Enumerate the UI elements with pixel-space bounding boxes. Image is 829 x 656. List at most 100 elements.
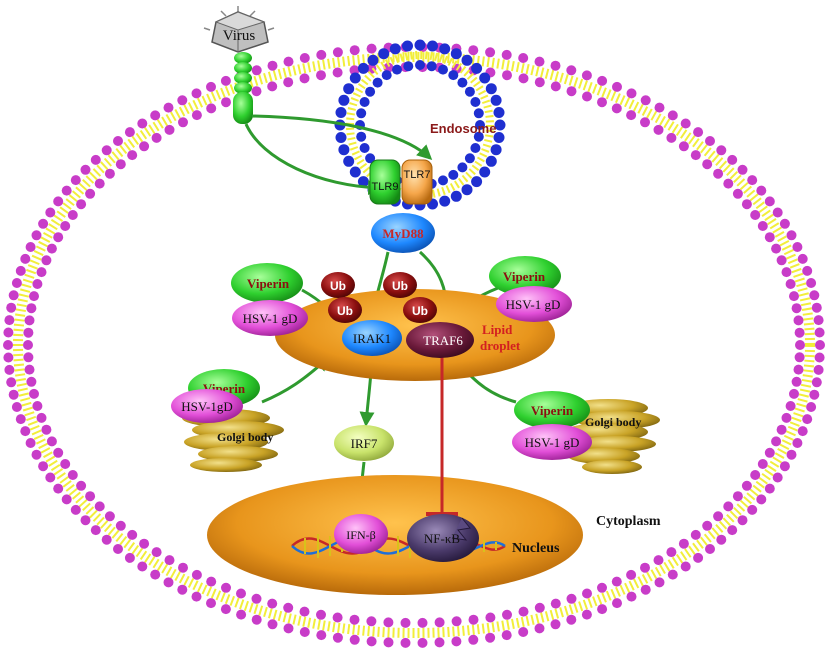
myd88-label: MyD88	[382, 226, 424, 241]
membrane-lipid-head	[626, 569, 637, 580]
membrane-lipid-head	[468, 614, 479, 625]
membrane-lipid-head	[434, 617, 445, 628]
membrane-lipid-head	[779, 461, 790, 472]
membrane-lipid-head	[764, 483, 775, 494]
membrane-lipid-head	[566, 65, 577, 76]
endosome-lipid-head	[461, 184, 473, 196]
membrane-lipid-head	[115, 520, 126, 531]
endosome-lipid-head	[471, 62, 483, 74]
endosome-lipid-head	[457, 162, 468, 173]
membrane-lipid-head	[191, 88, 202, 99]
membrane-lipid-head	[8, 290, 19, 301]
irak1: IRAK1	[342, 320, 402, 356]
endosome-lipid-head	[378, 48, 390, 60]
membrane-lipid-head	[417, 637, 428, 648]
membrane-lipid-head	[191, 569, 202, 580]
membrane-lipid-head	[713, 511, 724, 522]
membrane-lipid-head	[813, 315, 824, 326]
membrane-lipid-head	[4, 315, 15, 326]
membrane-lipid-head	[332, 67, 343, 78]
membrane-lipid-head	[705, 136, 715, 146]
membrane-lipid-head	[640, 562, 650, 573]
svg-text:Ub: Ub	[412, 304, 428, 318]
membrane-lipid-head	[534, 77, 545, 88]
endosome-lipid-head	[335, 107, 347, 118]
membrane-lipid-head	[94, 178, 105, 189]
membrane-lipid-head	[23, 340, 33, 350]
membrane-lipid-head	[612, 81, 622, 92]
membrane-lipid-head	[727, 525, 738, 536]
membrane-lipid-head	[597, 604, 608, 615]
arrow-virus-to-tlr7	[251, 114, 433, 161]
membrane-lipid-head	[206, 81, 216, 92]
membrane-lipid-head	[690, 529, 701, 540]
membrane-lipid-head	[113, 136, 123, 146]
endosome-lipid-head	[494, 119, 506, 131]
membrane-lipid-head	[693, 127, 704, 138]
membrane-lipid-head	[15, 414, 26, 425]
membrane-lipid-head	[24, 315, 35, 326]
endosome-lipid-head	[470, 97, 481, 107]
membrane-lipid-head	[611, 576, 622, 587]
membrane-lipid-head	[581, 70, 592, 81]
membrane-lipid-head	[251, 593, 262, 604]
membrane-lipid-head	[316, 49, 327, 60]
membrane-lipid-head	[713, 168, 724, 179]
membrane-lipid-head	[60, 459, 71, 469]
membrane-lipid-head	[25, 242, 36, 252]
endosome-lipid-head	[403, 61, 414, 72]
membrane-lipid-head	[251, 614, 262, 625]
endosome-lipid-head	[415, 60, 425, 70]
membrane-lipid-head	[283, 602, 294, 613]
membrane-lipid-head	[626, 591, 637, 602]
endosome-lipid-head	[381, 70, 392, 81]
hsv1gd	[171, 389, 243, 423]
endosome-lipid-head	[439, 195, 451, 207]
membrane-lipid-head	[76, 199, 87, 210]
membrane-lipid-head	[76, 480, 87, 491]
membrane-lipid-head	[611, 103, 622, 114]
endosome-lipid-head	[493, 132, 505, 143]
membrane-lipid-head	[23, 352, 34, 363]
membrane-lipid-head	[70, 504, 81, 515]
tlr9: TLR9	[369, 159, 401, 205]
endosome-lipid-head	[490, 144, 502, 156]
endosome-lipid-head	[349, 72, 361, 84]
membrane-lipid-head	[400, 617, 411, 628]
membrane-lipid-head	[550, 619, 561, 630]
golgi-complex-left: Viperin HSV-1gD Golgi body	[171, 369, 284, 472]
cytoplasm-label: Cytoplasm	[596, 514, 661, 529]
receptor-stalk	[233, 52, 253, 124]
arrow-virus-to-tlr9	[244, 123, 383, 196]
membrane-lipid-head	[550, 60, 561, 71]
membrane-lipid-head	[781, 412, 792, 423]
membrane-lipid-head	[53, 447, 64, 458]
membrane-lipid-head	[772, 207, 783, 218]
membrane-lipid-head	[581, 609, 592, 620]
membrane-lipid-head	[582, 588, 592, 599]
membrane-lipid-head	[299, 53, 310, 63]
hsv1gd	[232, 300, 308, 336]
membrane-lipid-head	[702, 520, 713, 531]
endosome-lipid-head	[493, 107, 505, 118]
membrane-lipid-head	[124, 127, 135, 138]
membrane-lipid-head	[85, 188, 96, 199]
membrane-lipid-head	[283, 623, 294, 634]
membrane-lipid-head	[124, 552, 135, 563]
virus-group: Virus	[203, 6, 275, 124]
membrane-lipid-head	[383, 62, 394, 73]
membrane-lipid-head	[70, 175, 81, 186]
membrane-lipid-head	[36, 267, 47, 278]
membrane-lipid-head	[502, 609, 512, 620]
membrane-lipid-head	[316, 630, 327, 641]
membrane-lipid-head	[451, 616, 462, 627]
membrane-lipid-head	[67, 210, 78, 220]
membrane-lipid-head	[534, 602, 545, 613]
membrane-lipid-head	[791, 303, 802, 314]
membrane-lipid-head	[786, 230, 797, 241]
irf7-label: IRF7	[351, 436, 378, 451]
endosome-lipid-head	[402, 40, 413, 52]
myd88: MyD88	[371, 213, 435, 253]
membrane-lipid-head	[597, 97, 607, 108]
membrane-lipid-head	[206, 576, 217, 587]
